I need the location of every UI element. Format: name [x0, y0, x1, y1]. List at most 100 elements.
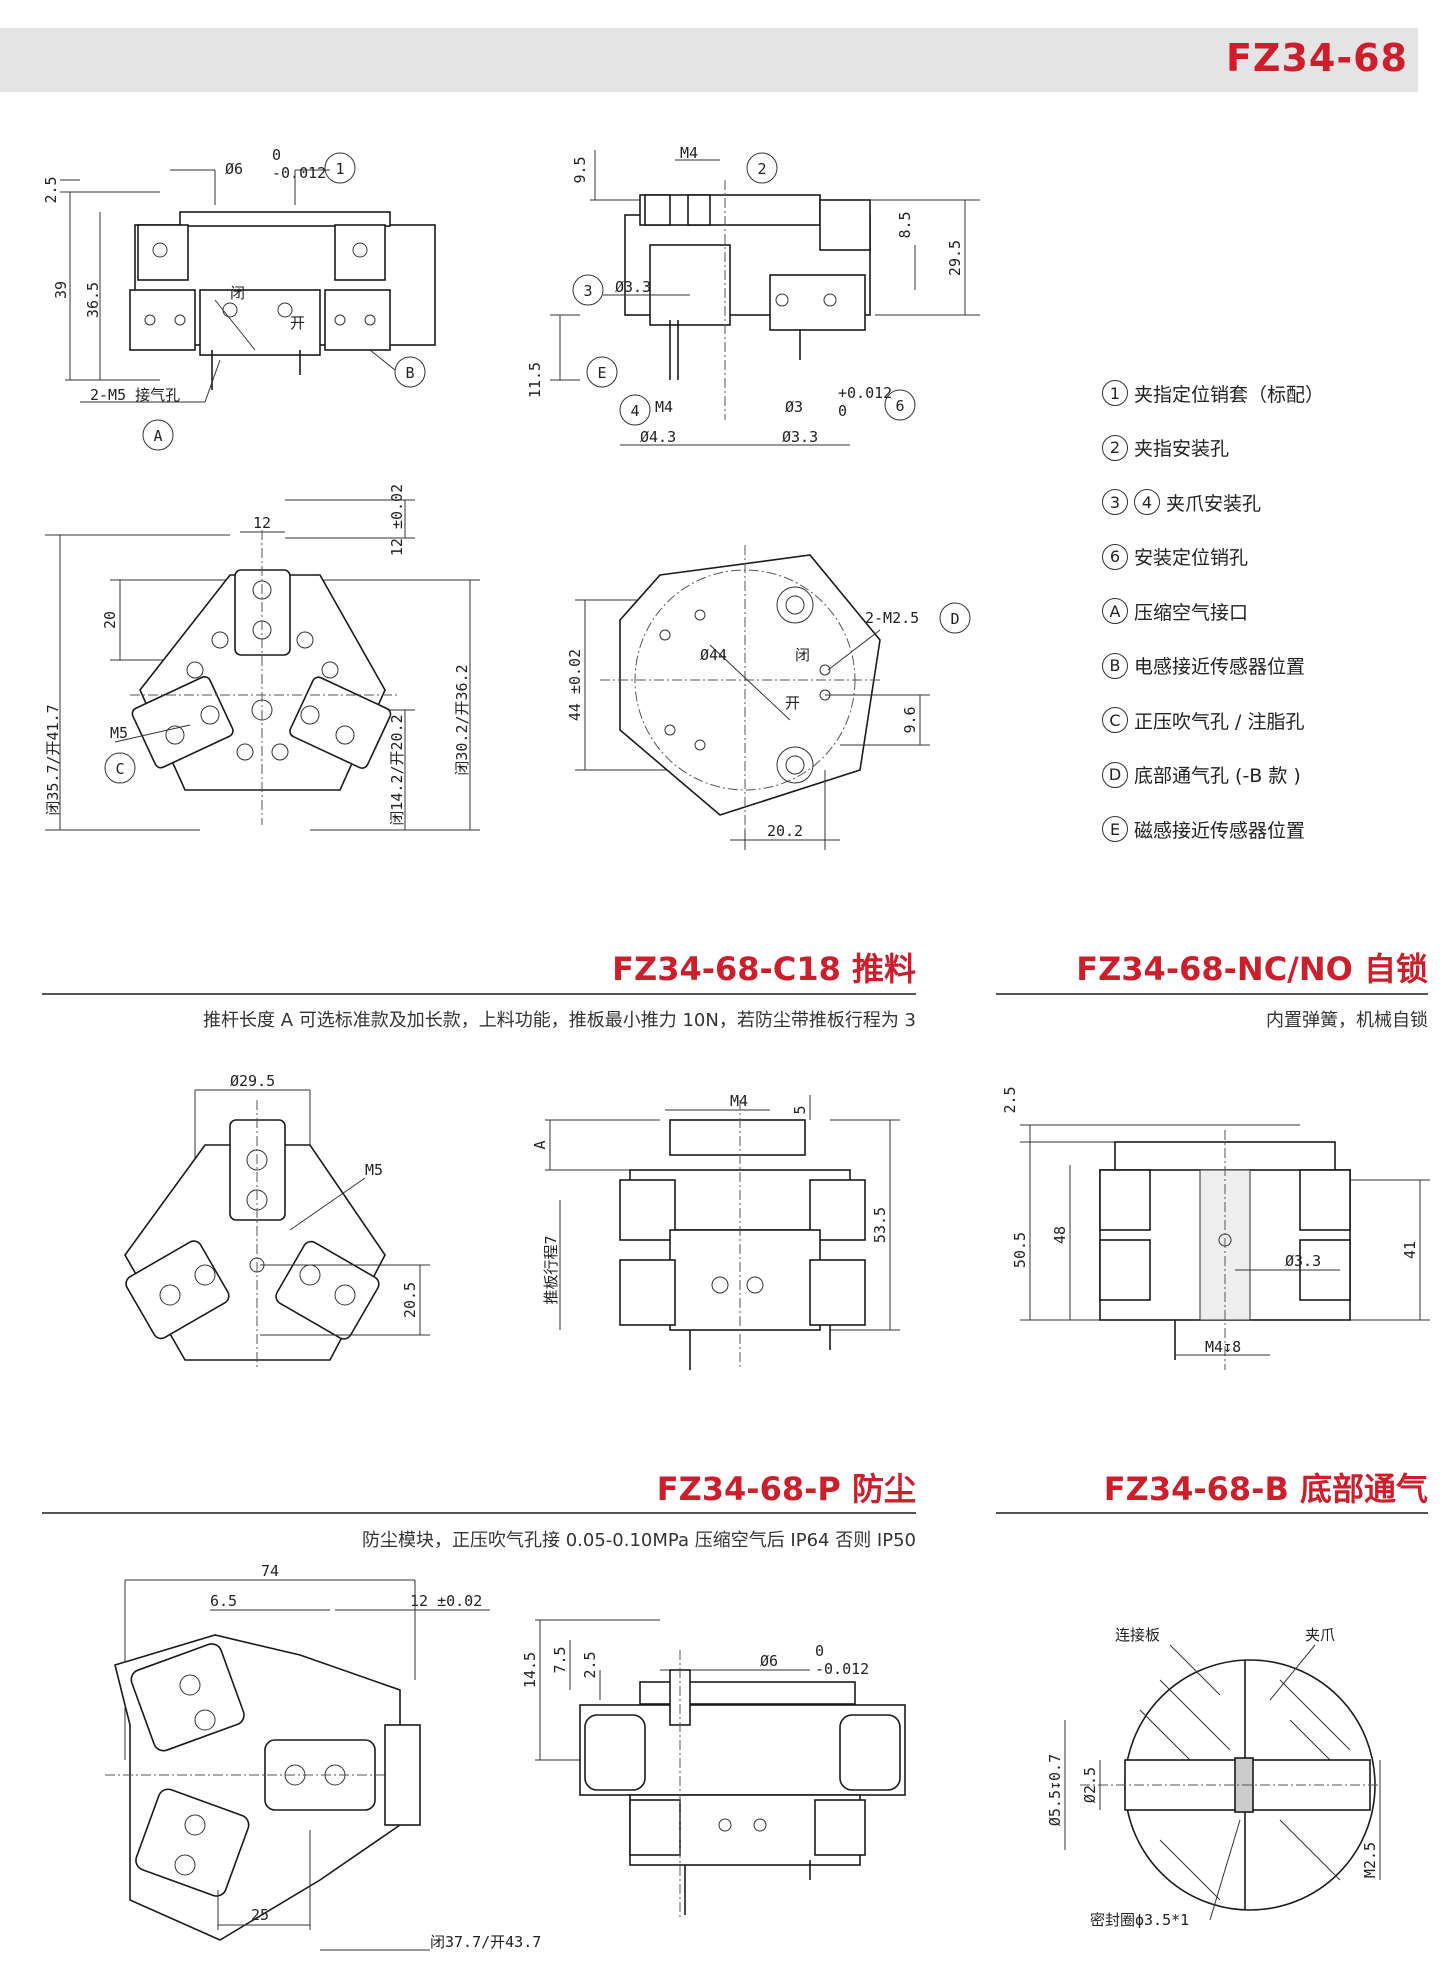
svg-text:Ø3.3: Ø3.3: [615, 278, 651, 296]
section-title-nc: FZ34-68-NC/NO 自锁: [1076, 950, 1428, 988]
svg-text:闭30.2/开36.2: 闭30.2/开36.2: [453, 664, 471, 775]
svg-text:M4: M4: [655, 398, 673, 416]
svg-text:6.5: 6.5: [210, 1592, 237, 1610]
svg-text:Ø3.3: Ø3.3: [1285, 1252, 1321, 1270]
divider: [996, 993, 1428, 995]
svg-text:Ø3: Ø3: [785, 398, 803, 416]
svg-text:2.5: 2.5: [581, 1651, 599, 1678]
svg-text:20.2: 20.2: [767, 822, 803, 840]
drawing-c18-top: Ø29.5 M5 20.5: [110, 1070, 440, 1380]
svg-text:44 ±0.02: 44 ±0.02: [566, 649, 584, 721]
svg-text:A: A: [531, 1140, 549, 1149]
divider: [996, 1512, 1428, 1514]
svg-text:36.5: 36.5: [84, 282, 102, 318]
svg-text:0: 0: [815, 1642, 824, 1660]
svg-text:0: 0: [838, 402, 847, 420]
svg-text:Ø29.5: Ø29.5: [230, 1072, 275, 1090]
svg-text:闭35.7/开41.7: 闭35.7/开41.7: [44, 704, 62, 815]
svg-text:41: 41: [1401, 1241, 1419, 1259]
svg-text:M4↧8: M4↧8: [1205, 1338, 1241, 1356]
svg-text:1: 1: [335, 160, 344, 178]
svg-text:20: 20: [101, 611, 119, 629]
section-title-c18: FZ34-68-C18 推料: [612, 950, 916, 988]
svg-text:D: D: [950, 610, 959, 628]
drawing-top-view: 闭35.7/开41.7 20 12 12 ±0.02 闭14.2/开20.2 闭…: [40, 484, 520, 850]
svg-text:9.6: 9.6: [901, 706, 919, 733]
svg-text:0: 0: [272, 146, 281, 164]
svg-text:53.5: 53.5: [871, 1207, 889, 1243]
svg-text:M4: M4: [730, 1092, 748, 1110]
drawing-b-detail: 连接板 夹爪 Ø5.5↧0.7 Ø2.5 M2.5 密封圈ϕ3.5*1: [1020, 1610, 1440, 1950]
svg-text:M5: M5: [365, 1161, 383, 1179]
svg-text:Ø44: Ø44: [700, 646, 727, 664]
svg-text:50.5: 50.5: [1011, 1232, 1029, 1268]
section-title-b: FZ34-68-B 底部通气: [1103, 1470, 1428, 1508]
svg-text:闭: 闭: [795, 646, 810, 664]
svg-text:39: 39: [52, 281, 70, 299]
svg-text:4: 4: [630, 402, 639, 420]
svg-text:M5: M5: [110, 724, 128, 742]
svg-text:Ø4.3: Ø4.3: [640, 428, 676, 446]
svg-text:-0.012: -0.012: [815, 1660, 869, 1678]
divider: [42, 1512, 916, 1514]
svg-text:Ø2.5: Ø2.5: [1081, 1767, 1099, 1803]
section-desc-nc: 内置弹簧，机械自锁: [1266, 1010, 1428, 1031]
svg-text:闭: 闭: [230, 284, 245, 302]
svg-text:12: 12: [253, 514, 271, 532]
svg-text:Ø5.5↧0.7: Ø5.5↧0.7: [1046, 1754, 1064, 1826]
svg-text:74: 74: [261, 1562, 279, 1580]
svg-text:E: E: [597, 364, 606, 382]
svg-text:Ø6: Ø6: [760, 1652, 778, 1670]
svg-text:开: 开: [290, 314, 305, 332]
svg-text:5: 5: [791, 1105, 809, 1114]
svg-text:12 ±0.02: 12 ±0.02: [388, 484, 406, 556]
svg-text:B: B: [405, 364, 414, 382]
svg-text:Ø3.3: Ø3.3: [782, 428, 818, 446]
svg-text:2-M2.5: 2-M2.5: [865, 609, 919, 627]
svg-text:C: C: [115, 760, 124, 778]
drawing-p-top: 74 6.5 12 ±0.02 25 闭37.7/开43.7: [100, 1560, 541, 1960]
svg-text:夹爪: 夹爪: [1305, 1626, 1335, 1644]
drawing-side-section: 9.5 M4 2 29.5 8.5 3 Ø3.3 11.5 E 4 M4 Ø3 …: [520, 140, 1000, 470]
svg-text:连接板: 连接板: [1115, 1626, 1160, 1644]
svg-text:11.5: 11.5: [526, 362, 544, 398]
svg-text:2-M5 接气孔: 2-M5 接气孔: [90, 386, 180, 404]
svg-text:20.5: 20.5: [401, 1282, 419, 1318]
svg-text:6: 6: [895, 397, 904, 415]
svg-text:开: 开: [785, 694, 800, 712]
svg-text:25: 25: [251, 1906, 269, 1924]
drawing-nc-section: 2.5 50.5 48 41 Ø3.3 M4↧8: [1000, 1070, 1440, 1390]
svg-text:2.5: 2.5: [1001, 1086, 1019, 1113]
model-title: FZ34-68: [1225, 36, 1408, 80]
svg-text:9.5: 9.5: [571, 156, 589, 183]
section-desc-p: 防尘模块，正压吹气孔接 0.05-0.10MPa 压缩空气后 IP64 否则 I…: [362, 1530, 916, 1551]
section-desc-c18: 推杆长度 A 可选标准款及加长款，上料功能，推板最小推力 10N，若防尘带推板行…: [202, 1010, 916, 1031]
divider: [42, 993, 916, 995]
svg-text:+0.012: +0.012: [838, 384, 892, 402]
svg-text:Ø6: Ø6: [225, 160, 243, 178]
svg-text:8.5: 8.5: [896, 211, 914, 238]
header-bar: [0, 28, 1418, 92]
svg-text:M4: M4: [680, 144, 698, 162]
svg-text:7.5: 7.5: [551, 1646, 569, 1673]
svg-text:A: A: [153, 427, 162, 445]
svg-text:M2.5: M2.5: [1361, 1842, 1379, 1878]
svg-text:48: 48: [1051, 1226, 1069, 1244]
drawing-front-view: 2.5 39 36.5 闭开 Ø6 0-0.012 1 B 2-M5 接气孔 A: [40, 146, 460, 460]
drawing-c18-side: M4 5 A 推板行程7 53.5: [530, 1080, 920, 1380]
svg-text:推板行程7: 推板行程7: [542, 1235, 560, 1304]
dim-2-5: 2.5: [42, 176, 60, 203]
svg-text:2: 2: [757, 160, 766, 178]
svg-text:14.5: 14.5: [521, 1652, 539, 1688]
svg-text:闭37.7/开43.7: 闭37.7/开43.7: [430, 1933, 541, 1951]
svg-text:12 ±0.02: 12 ±0.02: [410, 1592, 482, 1610]
svg-text:-0.012: -0.012: [272, 164, 326, 182]
